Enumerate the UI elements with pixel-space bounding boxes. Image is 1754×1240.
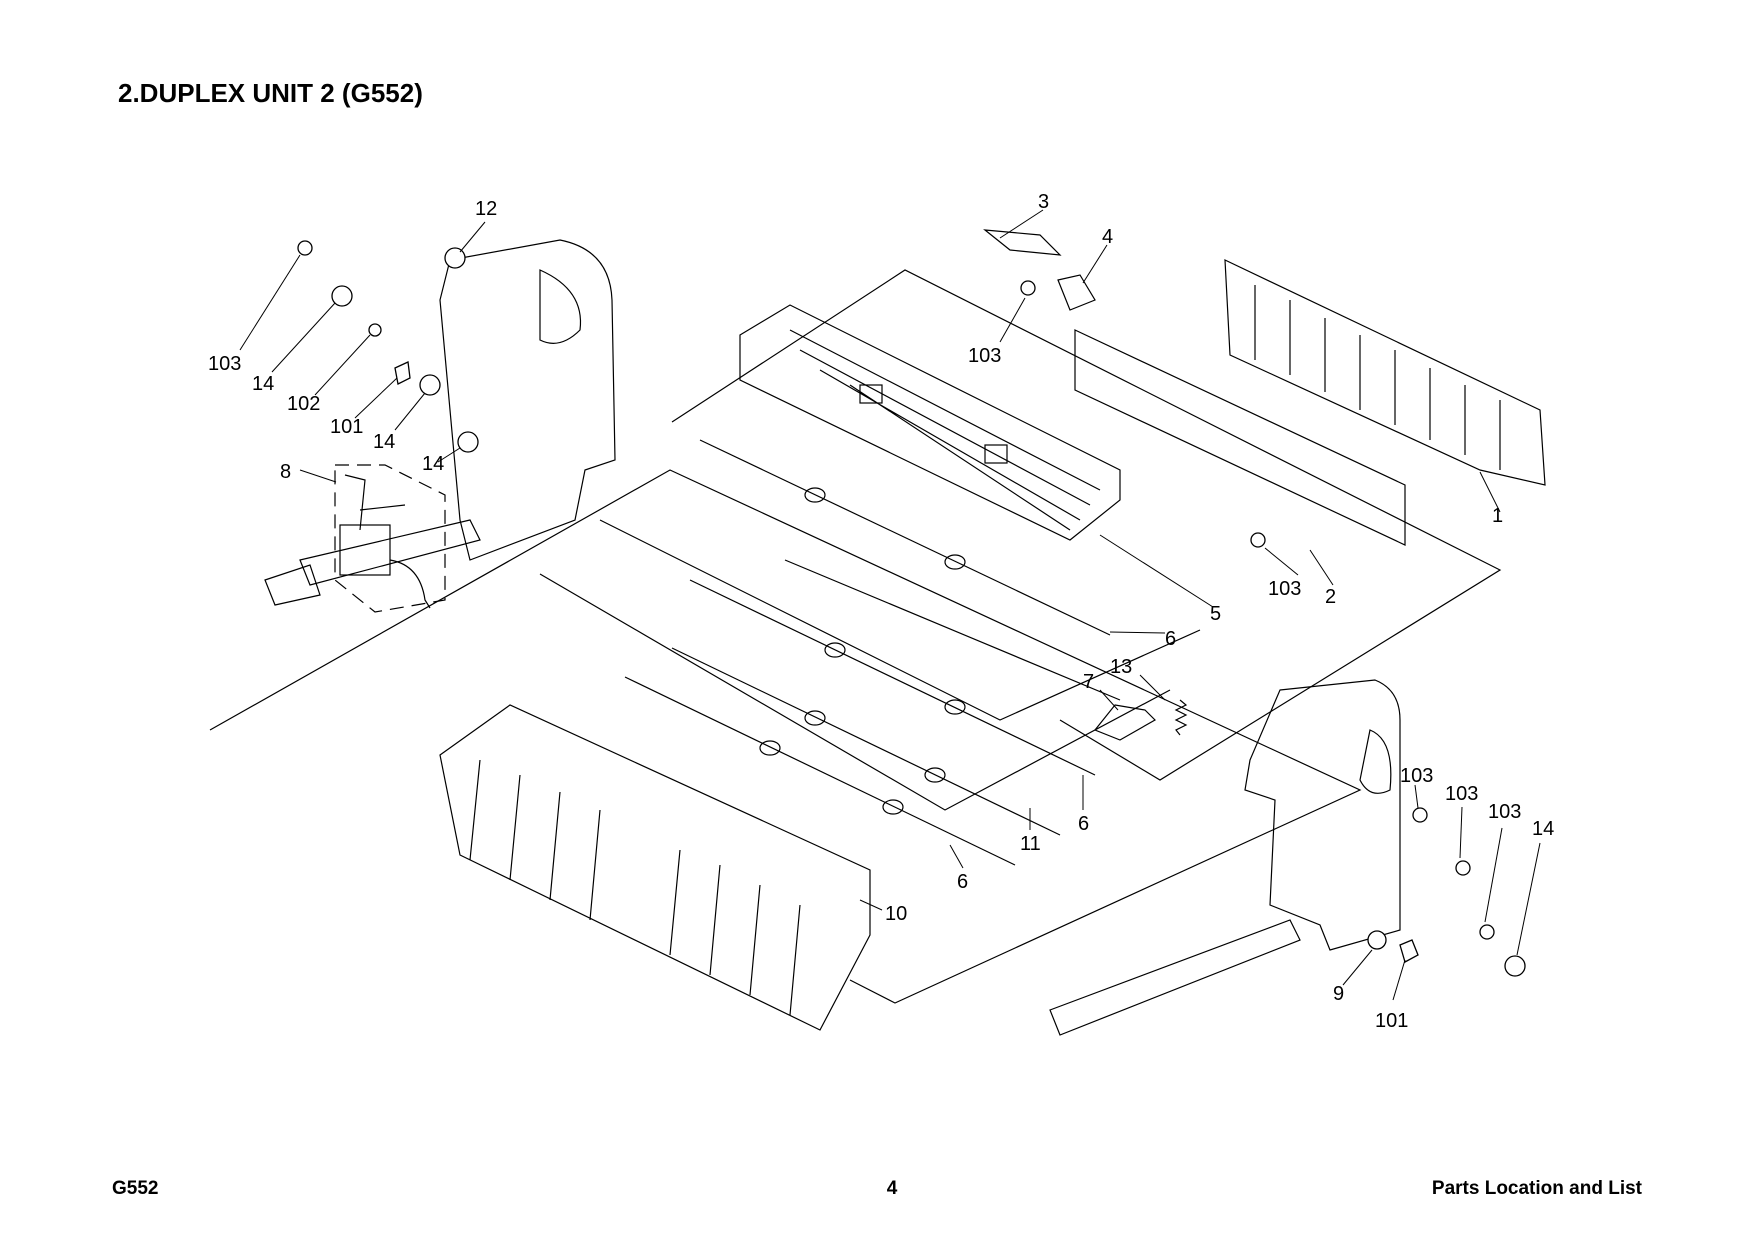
shaft-6-upper xyxy=(699,439,1111,636)
callout-6: 6 xyxy=(1165,628,1176,650)
cover-1-ribs xyxy=(1254,285,1501,470)
upper-guide-plate xyxy=(739,304,1121,541)
callout-101: 101 xyxy=(330,416,363,438)
right-plate-rail xyxy=(1049,919,1301,1036)
callout-9: 9 xyxy=(1333,983,1344,1005)
roller-middle-2 xyxy=(944,699,966,715)
frame-outline-middle xyxy=(539,573,1171,811)
frame-outline-main xyxy=(209,469,1362,1004)
bushing-9 xyxy=(1367,930,1387,950)
bushing-14-right xyxy=(1504,955,1526,977)
solenoid-dashed-box xyxy=(334,464,446,613)
bushing-14-lower-left xyxy=(457,431,479,453)
callout-14: 14 xyxy=(373,431,395,453)
upper-guide-ribs xyxy=(789,329,1101,531)
callout-4: 4 xyxy=(1102,226,1113,248)
roller-middle-1 xyxy=(824,642,846,658)
callout-103: 103 xyxy=(1488,801,1521,823)
screw-103-top-center xyxy=(1020,280,1036,296)
screw-103-top-left xyxy=(297,240,313,256)
bracket-4 xyxy=(1057,274,1096,311)
footer-page-number: 4 xyxy=(886,1178,898,1199)
solenoid-lever xyxy=(344,474,406,531)
spring-13 xyxy=(1174,699,1188,736)
left-mount-bracket xyxy=(264,564,321,606)
screw-103-right-1 xyxy=(1412,807,1428,823)
callout-14: 14 xyxy=(1532,818,1554,840)
left-plate-hole xyxy=(539,269,582,344)
frame-outline-upper xyxy=(671,269,1502,781)
page-title: 2.DUPLEX UNIT 2 (G552) xyxy=(118,78,423,108)
screw-103-right-3 xyxy=(1479,924,1495,940)
lower-guide-ribs xyxy=(469,759,801,1016)
clip-101-right xyxy=(1399,939,1419,963)
callout-7: 7 xyxy=(1083,671,1094,693)
callout-103: 103 xyxy=(1268,578,1301,600)
callout-6: 6 xyxy=(957,871,968,893)
shaft-11 xyxy=(671,647,1061,836)
callout-14: 14 xyxy=(252,373,274,395)
callout-14: 14 xyxy=(422,453,444,475)
callout-5: 5 xyxy=(1210,603,1221,625)
solenoid-wire xyxy=(389,559,431,609)
callout-103: 103 xyxy=(968,345,1001,367)
cover-1 xyxy=(1224,259,1546,486)
arm-7 xyxy=(784,559,1156,741)
solenoid-body xyxy=(339,524,391,576)
callout-6: 6 xyxy=(1078,813,1089,835)
left-plate-rail xyxy=(299,519,481,586)
frame-outline-inner xyxy=(599,519,1201,721)
callout-10: 10 xyxy=(885,903,907,925)
callout-103: 103 xyxy=(1445,783,1478,805)
shaft-6-lower xyxy=(624,676,1016,866)
footer-section: Parts Location and List xyxy=(1431,1178,1642,1199)
screw-103-right-center xyxy=(1250,532,1266,548)
bracket-3 xyxy=(983,229,1062,256)
bushing-14-mid-left xyxy=(419,374,441,396)
right-side-plate xyxy=(1244,679,1401,951)
right-plate-hole xyxy=(1359,729,1392,794)
callout-2: 2 xyxy=(1325,586,1336,608)
shaft-6-middle xyxy=(689,579,1096,776)
callout-12: 12 xyxy=(475,198,497,220)
callout-103: 103 xyxy=(208,353,241,375)
callout-1: 1 xyxy=(1492,505,1503,527)
screw-102 xyxy=(368,323,382,337)
roller-lower-2 xyxy=(882,799,904,815)
callout-3: 3 xyxy=(1038,191,1049,213)
roller-11-1 xyxy=(804,710,826,726)
screw-103-right-2 xyxy=(1455,860,1471,876)
callout-13: 13 xyxy=(1110,656,1132,678)
callout-101: 101 xyxy=(1375,1010,1408,1032)
roller-upper-2 xyxy=(944,554,966,570)
callout-103: 103 xyxy=(1400,765,1433,787)
left-side-plate xyxy=(439,239,616,561)
bushing-14-top-left xyxy=(331,285,353,307)
upper-guide-window-1 xyxy=(859,384,883,404)
plate-2 xyxy=(1074,329,1406,546)
upper-guide-window-2 xyxy=(984,444,1008,464)
lower-guide-10 xyxy=(439,704,871,1031)
callout-8: 8 xyxy=(280,461,291,483)
roller-upper-1 xyxy=(804,487,826,503)
footer-model: G552 xyxy=(112,1178,159,1199)
callout-11: 11 xyxy=(1020,833,1041,855)
roller-lower-1 xyxy=(759,740,781,756)
callout-102: 102 xyxy=(287,393,320,415)
bushing-12 xyxy=(444,247,466,269)
clip-101-left xyxy=(394,361,411,385)
roller-11-2 xyxy=(924,767,946,783)
